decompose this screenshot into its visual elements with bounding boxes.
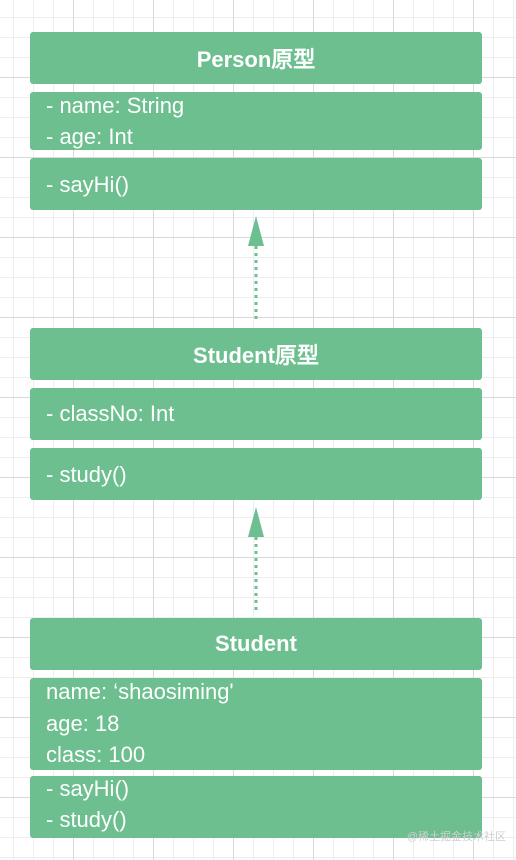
- property-row: - age: Int: [46, 124, 133, 149]
- person-prototype-methods: - sayHi(): [30, 158, 482, 210]
- method-row: - sayHi(): [46, 172, 130, 197]
- watermark: @稀土掘金技术社区: [406, 831, 506, 843]
- person-prototype-title: Person原型: [30, 32, 482, 84]
- arrow-up-icon: [248, 216, 264, 322]
- person-prototype-properties: - name: String - age: Int: [30, 92, 482, 150]
- student-prototype-methods: - study(): [30, 448, 482, 500]
- student-properties: name: ‘shaosiming' age: 18 class: 100: [30, 678, 482, 770]
- method-row: - study(): [46, 807, 127, 832]
- student-title: Student: [30, 618, 482, 670]
- method-row: - sayHi(): [46, 776, 130, 801]
- person-prototype-title-text: Person原型: [196, 47, 316, 72]
- arrow-up-icon: [248, 507, 264, 613]
- inheritance-arrow-instance-to-student: [246, 505, 266, 615]
- student-prototype-properties: - classNo: Int: [30, 388, 482, 440]
- student-prototype-title: Student原型: [30, 328, 482, 380]
- inheritance-arrow-student-to-person: [246, 214, 266, 324]
- student-prototype-title-text: Student原型: [193, 343, 319, 368]
- property-row: class: 100: [46, 742, 146, 767]
- student-methods: - sayHi() - study(): [30, 776, 482, 838]
- student-title-text: Student: [215, 631, 297, 656]
- property-row: - classNo: Int: [46, 401, 175, 426]
- property-row: - name: String: [46, 93, 185, 118]
- property-row: age: 18: [46, 711, 120, 736]
- property-row: name: ‘shaosiming': [46, 679, 234, 704]
- method-row: - study(): [46, 462, 127, 487]
